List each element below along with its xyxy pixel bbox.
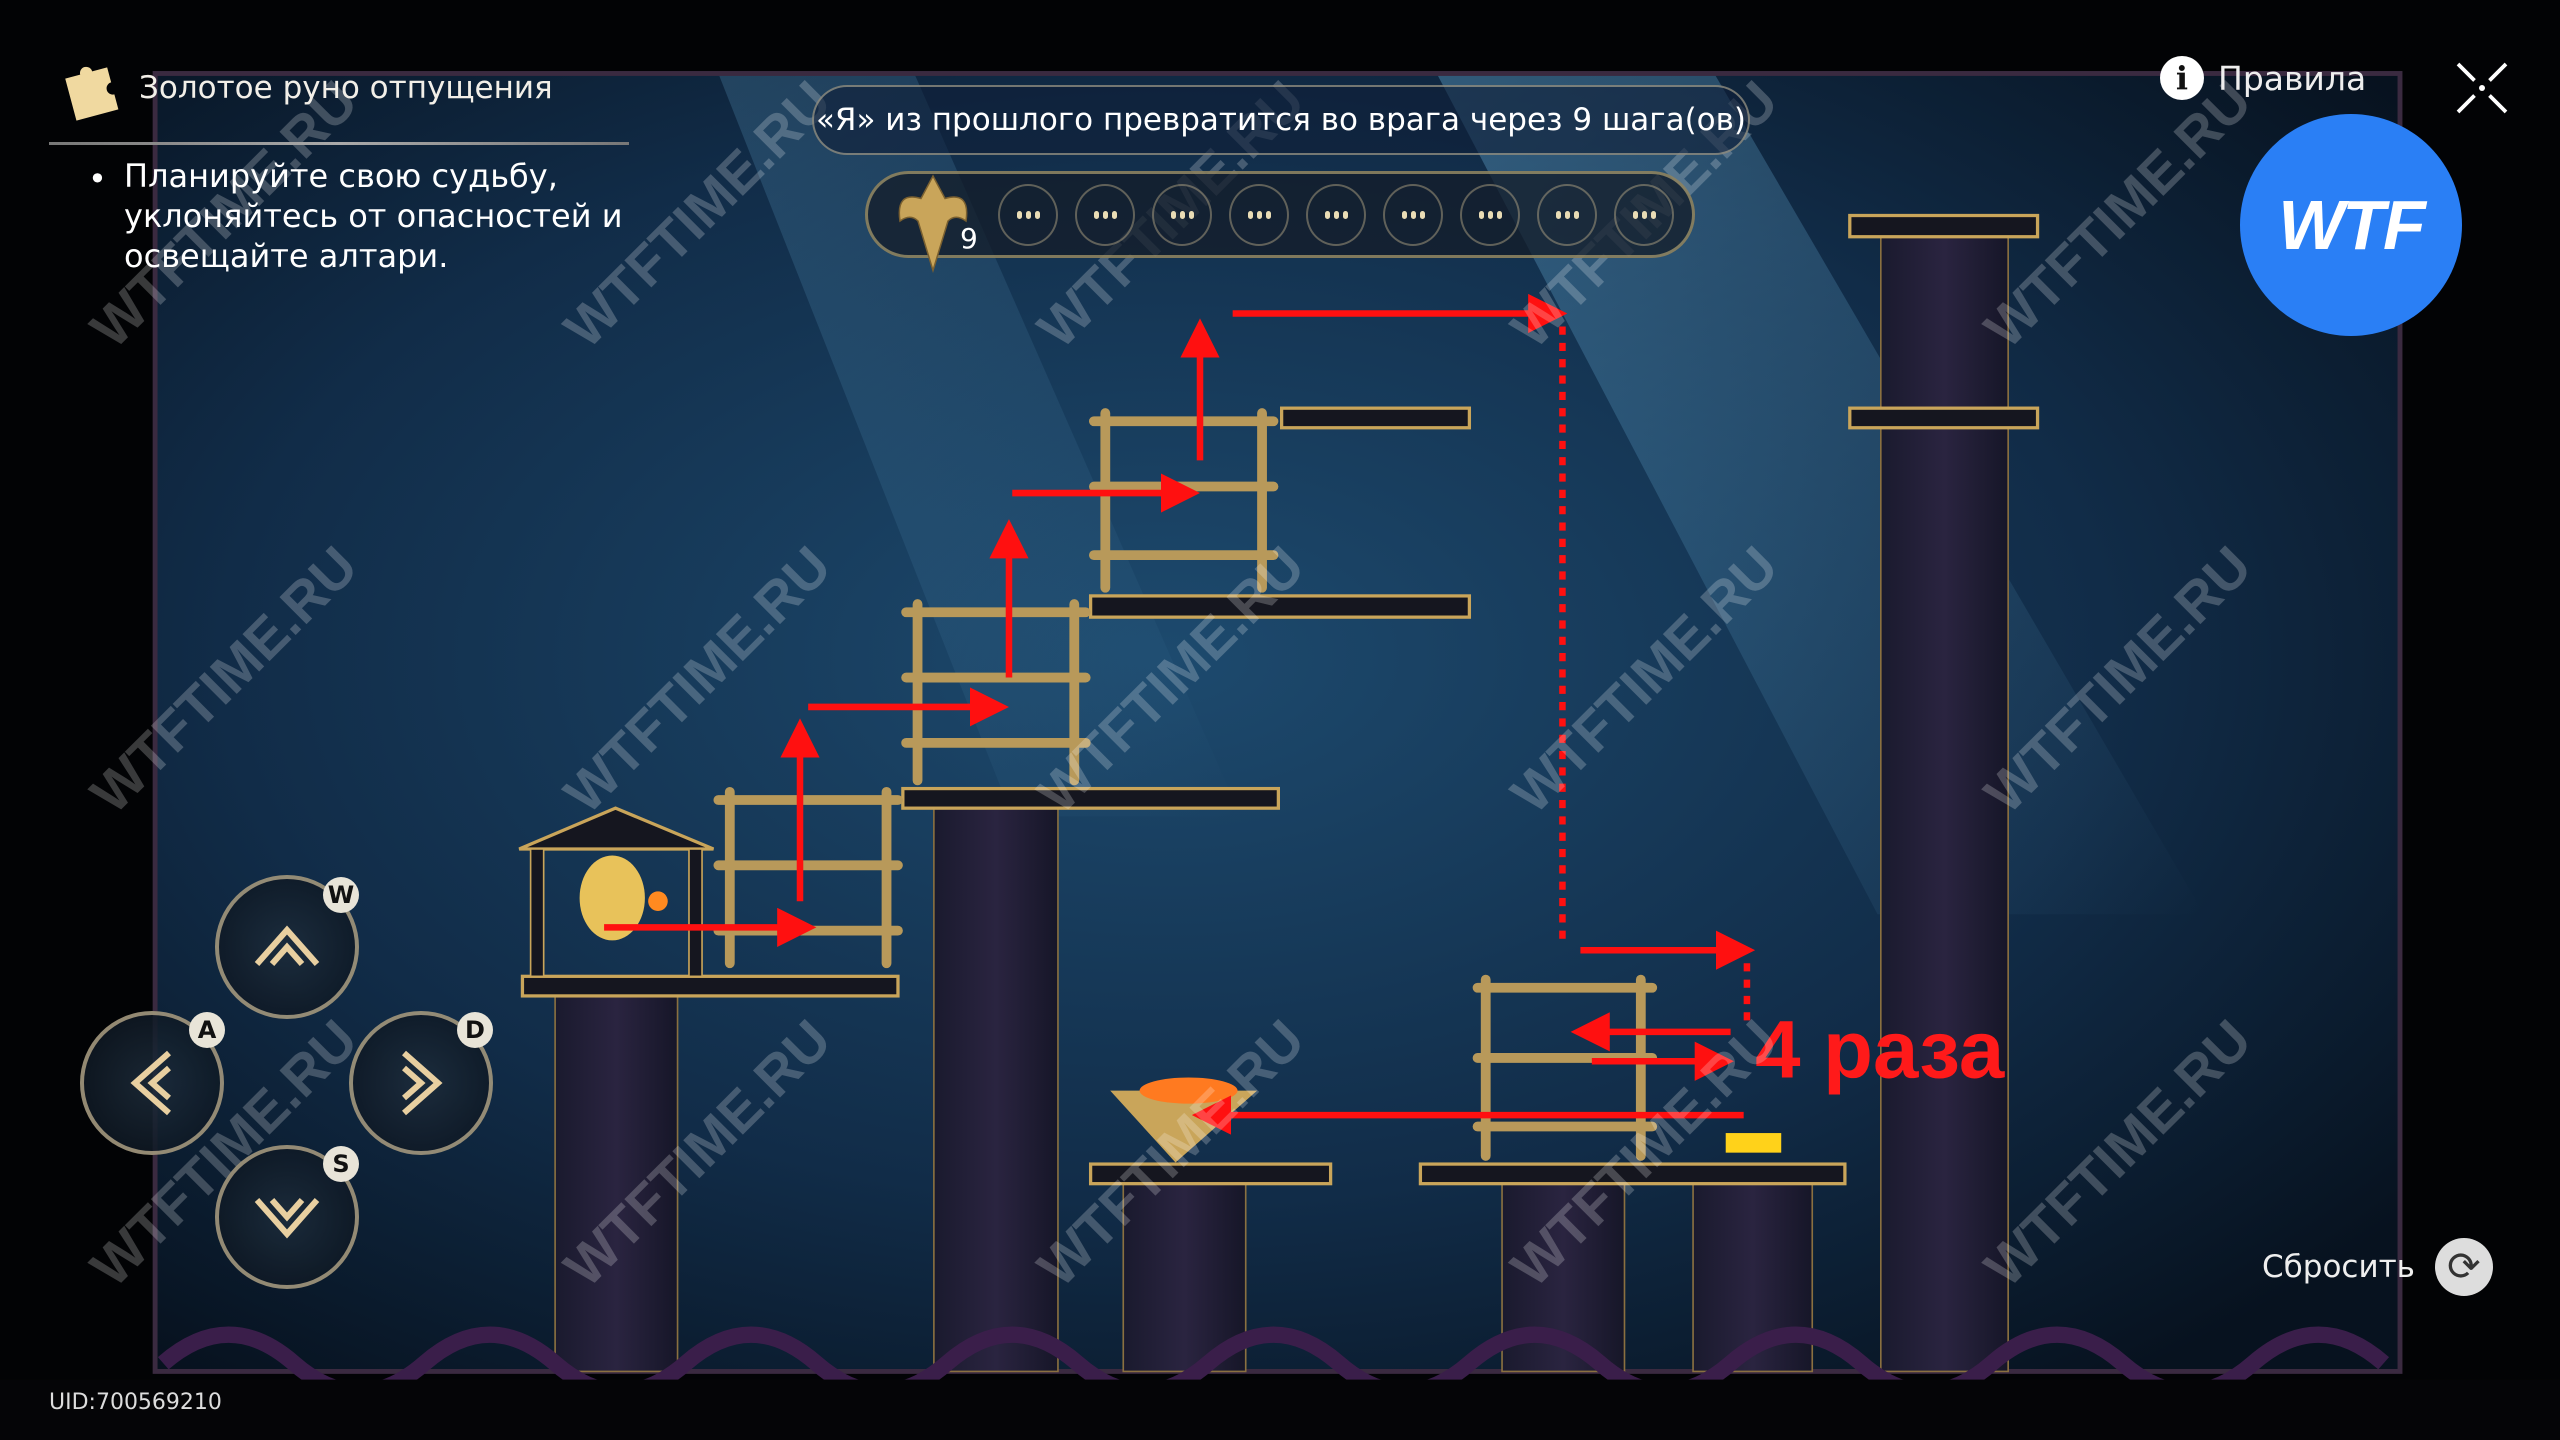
bullet-icon: • xyxy=(88,160,107,198)
enemy-countdown-banner: «Я» из прошлого превратится во врага чер… xyxy=(812,85,1750,155)
arrow-right-icon xyxy=(402,1050,443,1116)
reset-button[interactable]: Сбросить ⟳ xyxy=(2262,1238,2493,1296)
step-slot xyxy=(1614,184,1674,246)
player-shrine xyxy=(518,806,715,978)
step-slot xyxy=(1460,184,1520,246)
light-beam xyxy=(718,73,1241,817)
uid-label: UID:700569210 xyxy=(49,1390,222,1415)
pillars xyxy=(554,235,2009,1373)
ram-emblem-icon xyxy=(898,174,968,274)
step-slot xyxy=(1152,184,1212,246)
event-title: Золотое руно отпущения xyxy=(139,70,553,106)
step-slot xyxy=(998,184,1058,246)
wtf-logo: WTF xyxy=(2240,114,2462,336)
rules-label: Правила xyxy=(2218,58,2367,98)
arrow-left-icon xyxy=(130,1050,171,1116)
puzzle-icon xyxy=(65,66,119,121)
step-slot xyxy=(1306,184,1366,246)
step-slot xyxy=(1383,184,1443,246)
route-dotted xyxy=(1559,326,1751,1029)
step-slot xyxy=(1075,184,1135,246)
steps-remaining: 9 xyxy=(960,222,978,255)
key-hint-d: D xyxy=(457,1012,493,1048)
banner-text: «Я» из прошлого превратится во врага чер… xyxy=(815,102,1747,138)
light-beam xyxy=(1436,73,2205,915)
torch-icon xyxy=(648,891,668,912)
repeat-annotation: 4 раза xyxy=(1755,1005,2005,1096)
rules-button[interactable]: i Правила xyxy=(2160,56,2366,100)
reset-icon: ⟳ xyxy=(2434,1238,2493,1296)
key-hint-s: S xyxy=(323,1146,359,1182)
info-icon: i xyxy=(2160,56,2204,100)
arrow-down-icon xyxy=(254,1198,320,1239)
player-character xyxy=(579,855,645,941)
close-icon[interactable] xyxy=(2452,58,2512,118)
platforms xyxy=(520,213,2040,1186)
step-slot xyxy=(1537,184,1597,246)
ladders xyxy=(713,408,1658,1161)
step-slot xyxy=(1229,184,1289,246)
thorns xyxy=(157,1326,2390,1400)
arrow-up-icon xyxy=(254,925,320,966)
key-hint-w: W xyxy=(323,877,359,913)
reset-label: Сбросить xyxy=(2262,1249,2415,1285)
unlit-altar xyxy=(1725,1133,1782,1153)
step-tracker: 9 xyxy=(865,171,1695,274)
divider xyxy=(49,142,629,145)
route-arrows xyxy=(604,293,1756,1135)
key-hint-a: A xyxy=(189,1012,225,1048)
task-description: Планируйте свою судьбу, уклоняйтесь от о… xyxy=(124,157,623,275)
